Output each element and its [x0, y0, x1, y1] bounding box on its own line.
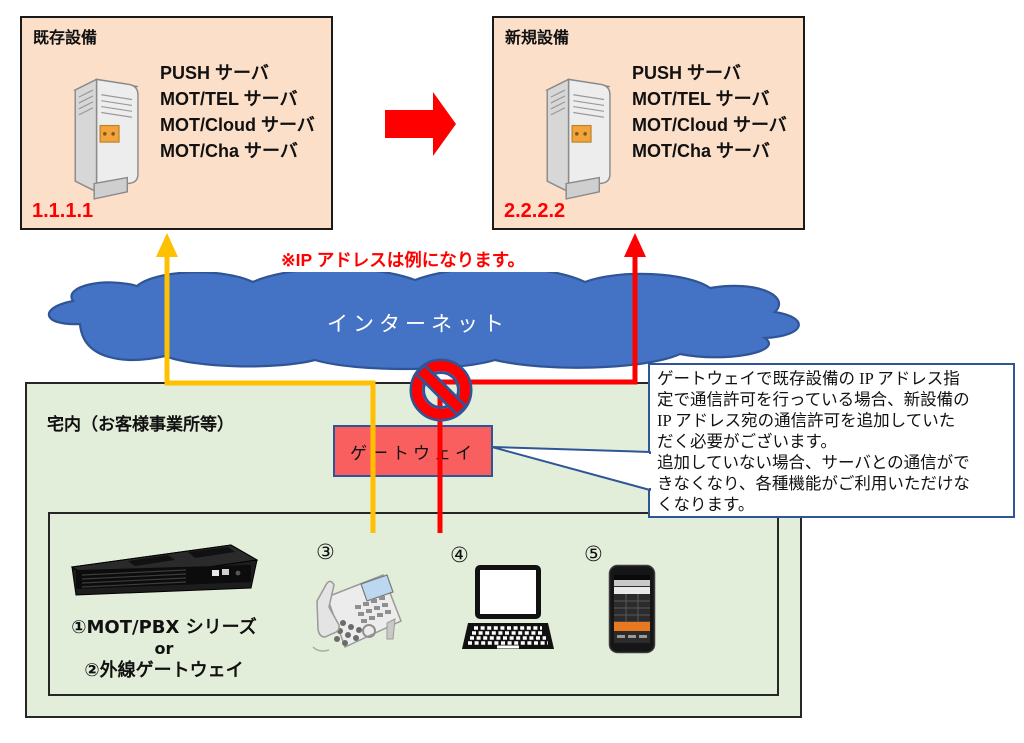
server-list-item: MOT/Cloud サーバ	[632, 115, 787, 135]
new-ip-address: 2.2.2.2	[504, 200, 566, 222]
ip-address-note: ※IP アドレスは例になります。	[281, 250, 525, 270]
pbx-appliance-icon	[70, 544, 259, 596]
pbx-label-line2: or	[154, 639, 174, 658]
server-list-item: PUSH サーバ	[160, 63, 269, 83]
server-badge	[99, 124, 120, 143]
new-equipment-box: 新規設備 PUSH サーバ MOT/TEL サーバ MOT/Cloud サーバ …	[492, 16, 805, 230]
gateway-label: ゲートウェイ	[350, 443, 476, 463]
server-list-item: PUSH サーバ	[632, 63, 741, 83]
new-equipment-title: 新規設備	[505, 30, 570, 47]
devices-box	[48, 512, 779, 696]
internet-label: インターネット	[327, 312, 509, 336]
note-line: 追加していない場合、サーバとの通信がで	[657, 453, 970, 472]
note-line: だく必要がございます。	[657, 432, 837, 451]
gateway-box: ゲートウェイ	[333, 425, 493, 477]
pbx-label-line1: ①MOT/PBX シリーズ	[71, 617, 257, 638]
migration-arrow-icon	[385, 92, 456, 156]
note-line: 定で通信許可を行っている場合、新設備の	[657, 390, 970, 409]
smartphone-number: ⑤	[584, 542, 603, 566]
desk-phone-number: ③	[316, 540, 335, 564]
smartphone-icon	[608, 564, 656, 654]
pbx-label: ①MOT/PBX シリーズ or ②外線ゲートウェイ	[58, 616, 270, 682]
server-badge	[571, 124, 592, 143]
server-list: PUSH サーバ MOT/TEL サーバ MOT/Cloud サーバ MOT/C…	[160, 60, 315, 164]
laptop-number: ④	[450, 543, 469, 567]
note-line: くなります。	[657, 495, 755, 514]
server-list: PUSH サーバ MOT/TEL サーバ MOT/Cloud サーバ MOT/C…	[632, 60, 787, 164]
existing-equipment-box: 既存設備 PUSH サーバ MOT/TEL サーバ MOT/Cloud サーバ …	[20, 16, 333, 230]
server-list-item: MOT/TEL サーバ	[632, 89, 770, 109]
desk-phone-icon	[312, 574, 402, 652]
prohibition-icon	[409, 358, 473, 422]
server-list-item: MOT/Cloud サーバ	[160, 115, 315, 135]
note-line: IP アドレス宛の通信許可を追加していた	[657, 411, 956, 430]
server-list-item: MOT/Cha サーバ	[160, 141, 298, 161]
premises-title: 宅内（お客様事業所等）	[47, 415, 234, 434]
pbx-label-line3: ②外線ゲートウェイ	[84, 660, 244, 681]
existing-equipment-title: 既存設備	[33, 30, 98, 47]
note-line: ゲートウェイで既存設備の IP アドレス指	[657, 369, 960, 388]
note-line: きなくなり、各種機能がご利用いただけな	[657, 474, 970, 493]
server-icon	[73, 78, 139, 200]
gateway-note-box: ゲートウェイで既存設備の IP アドレス指 定で通信許可を行っている場合、新設備…	[648, 363, 1015, 518]
red-arrowhead	[624, 233, 646, 257]
server-icon	[545, 78, 611, 200]
server-list-item: MOT/Cha サーバ	[632, 141, 770, 161]
existing-ip-address: 1.1.1.1	[32, 200, 94, 222]
laptop-icon	[462, 565, 554, 649]
server-list-item: MOT/TEL サーバ	[160, 89, 298, 109]
yellow-arrowhead	[156, 233, 178, 257]
callout-pointer	[491, 446, 653, 491]
